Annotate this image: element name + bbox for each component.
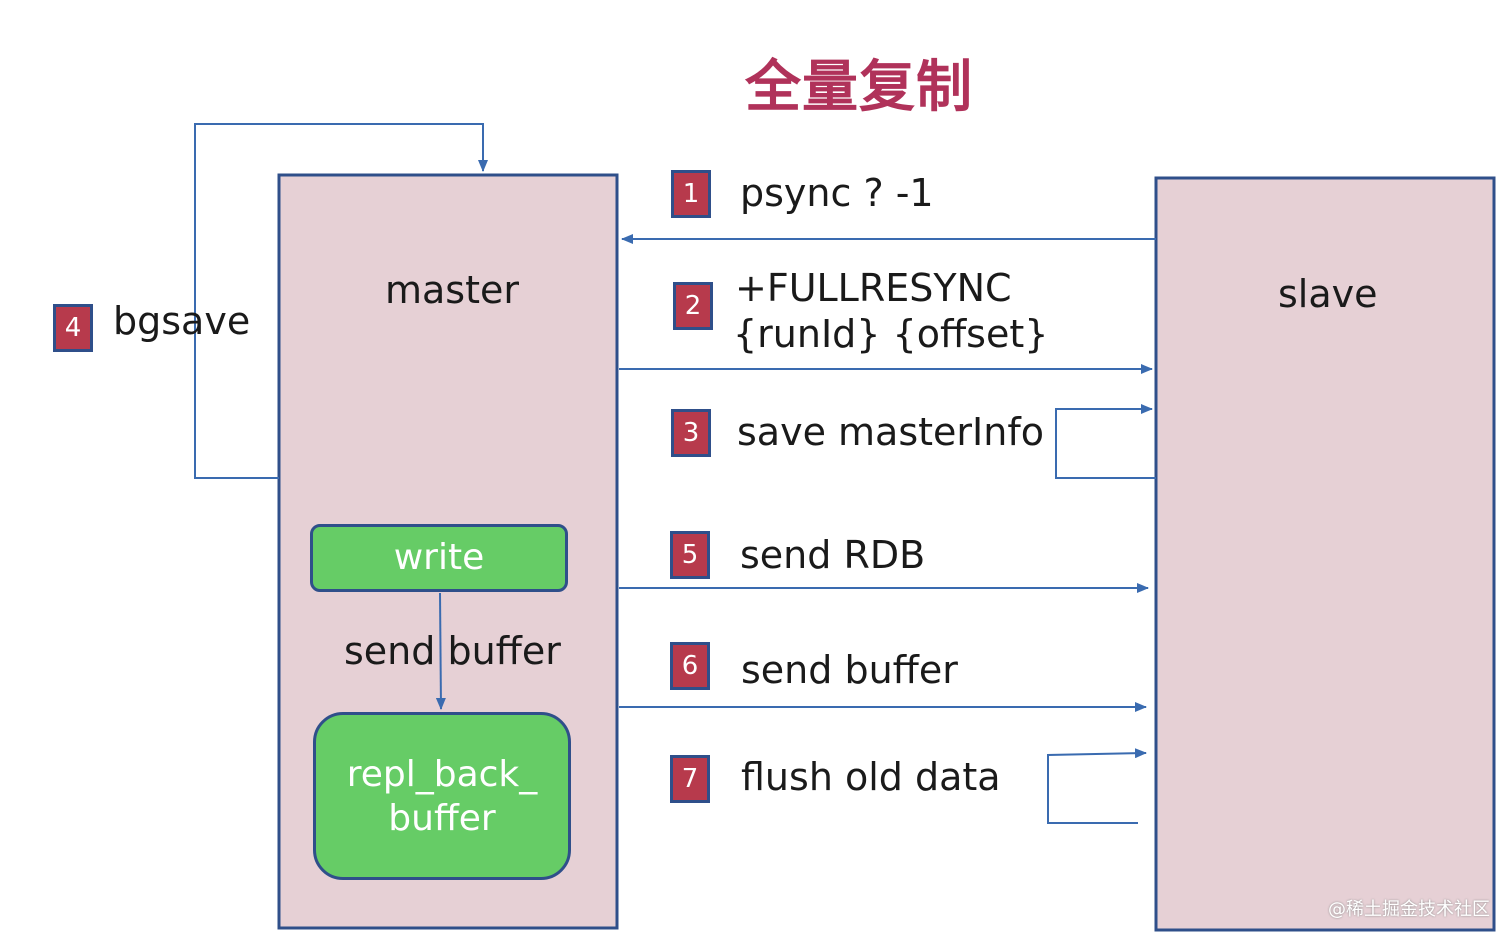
write-to-buffer-arrow	[435, 592, 446, 710]
buffer-box-line2: buffer	[388, 798, 496, 839]
step-7-text: flush old data	[741, 755, 1001, 799]
step-4-badge: 4	[53, 304, 93, 352]
step-1-text: psync ? -1	[740, 171, 934, 215]
step-2-text-line1: +FULLRESYNC	[735, 266, 1012, 310]
step-7-badge: 7	[670, 755, 710, 803]
slave-label: slave	[1278, 272, 1378, 316]
save-masterinfo-loop-arrow	[1055, 404, 1156, 479]
step-4-text: bgsave	[113, 299, 251, 343]
step-3-text: save masterInfo	[737, 410, 1044, 454]
internal-arrow-label: send buffer	[344, 629, 561, 673]
step-2-badge: 2	[673, 282, 713, 330]
page-title: 全量复制	[745, 55, 973, 120]
watermark: @稀土掘金技术社区	[1328, 899, 1490, 920]
step-5-badge: 5	[670, 531, 710, 579]
flush-old-data-loop-arrow	[1047, 748, 1147, 824]
repl-back-buffer-box: repl_back_ buffer	[313, 712, 571, 880]
write-box: write	[310, 524, 568, 592]
buffer-box-line1: repl_back_	[346, 754, 538, 795]
step-3-badge: 3	[671, 409, 711, 457]
bgsave-loop-arrow	[194, 123, 488, 479]
step-6-text: send buffer	[741, 648, 958, 692]
step-2-text-line2: {runId} {offset}	[733, 312, 1049, 356]
step-1-badge: 1	[671, 170, 711, 218]
step-5-text: send RDB	[740, 533, 926, 577]
step-6-badge: 6	[670, 642, 710, 690]
master-label: master	[385, 268, 520, 312]
write-box-label: write	[393, 537, 485, 578]
slave-box	[1154, 176, 1496, 932]
